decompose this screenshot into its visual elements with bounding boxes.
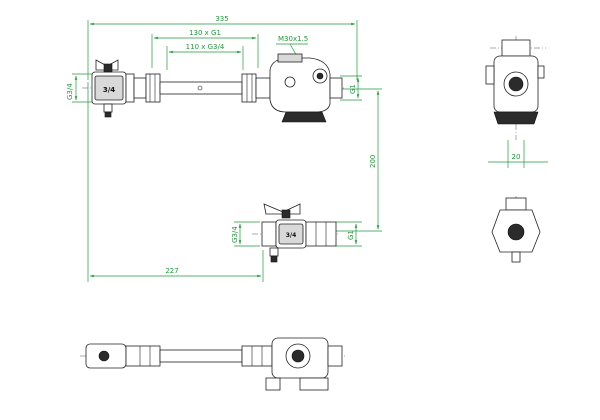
dim-lower-left-connection: G3/4	[231, 226, 239, 243]
bottom-assembly	[80, 337, 345, 391]
dim-lower-right-connection: G1	[347, 230, 355, 240]
butterfly-handle-lower	[263, 203, 301, 215]
dimension-labels: 335 130 x G1 110 x G3/4 M30x1.5 G3/4 G1 …	[66, 15, 520, 275]
dim-pipe-g34: 110 x G3/4	[186, 43, 225, 51]
dim-lower-offset: 227	[165, 267, 178, 275]
dim-thread-top: M30x1.5	[278, 35, 308, 43]
dimension-lines	[72, 20, 548, 282]
lower-assembly: 3/4	[252, 203, 340, 263]
dim-left-connection: G3/4	[66, 83, 74, 100]
top-assembly: 3/4	[82, 53, 345, 123]
side-view-lower	[491, 196, 541, 263]
dim-right-connection-top: G1	[349, 84, 357, 94]
ball-valve-size-lower: 3/4	[286, 232, 297, 239]
dim-overall-width: 335	[215, 15, 228, 23]
dim-vertical-offset: 200	[369, 155, 377, 168]
ball-valve-size-top: 3/4	[103, 86, 115, 94]
side-view-top	[485, 36, 546, 140]
pump-valve-body	[269, 57, 331, 113]
dim-pipe-g1: 130 x G1	[189, 29, 221, 37]
dim-side-offset: 20	[512, 153, 521, 161]
